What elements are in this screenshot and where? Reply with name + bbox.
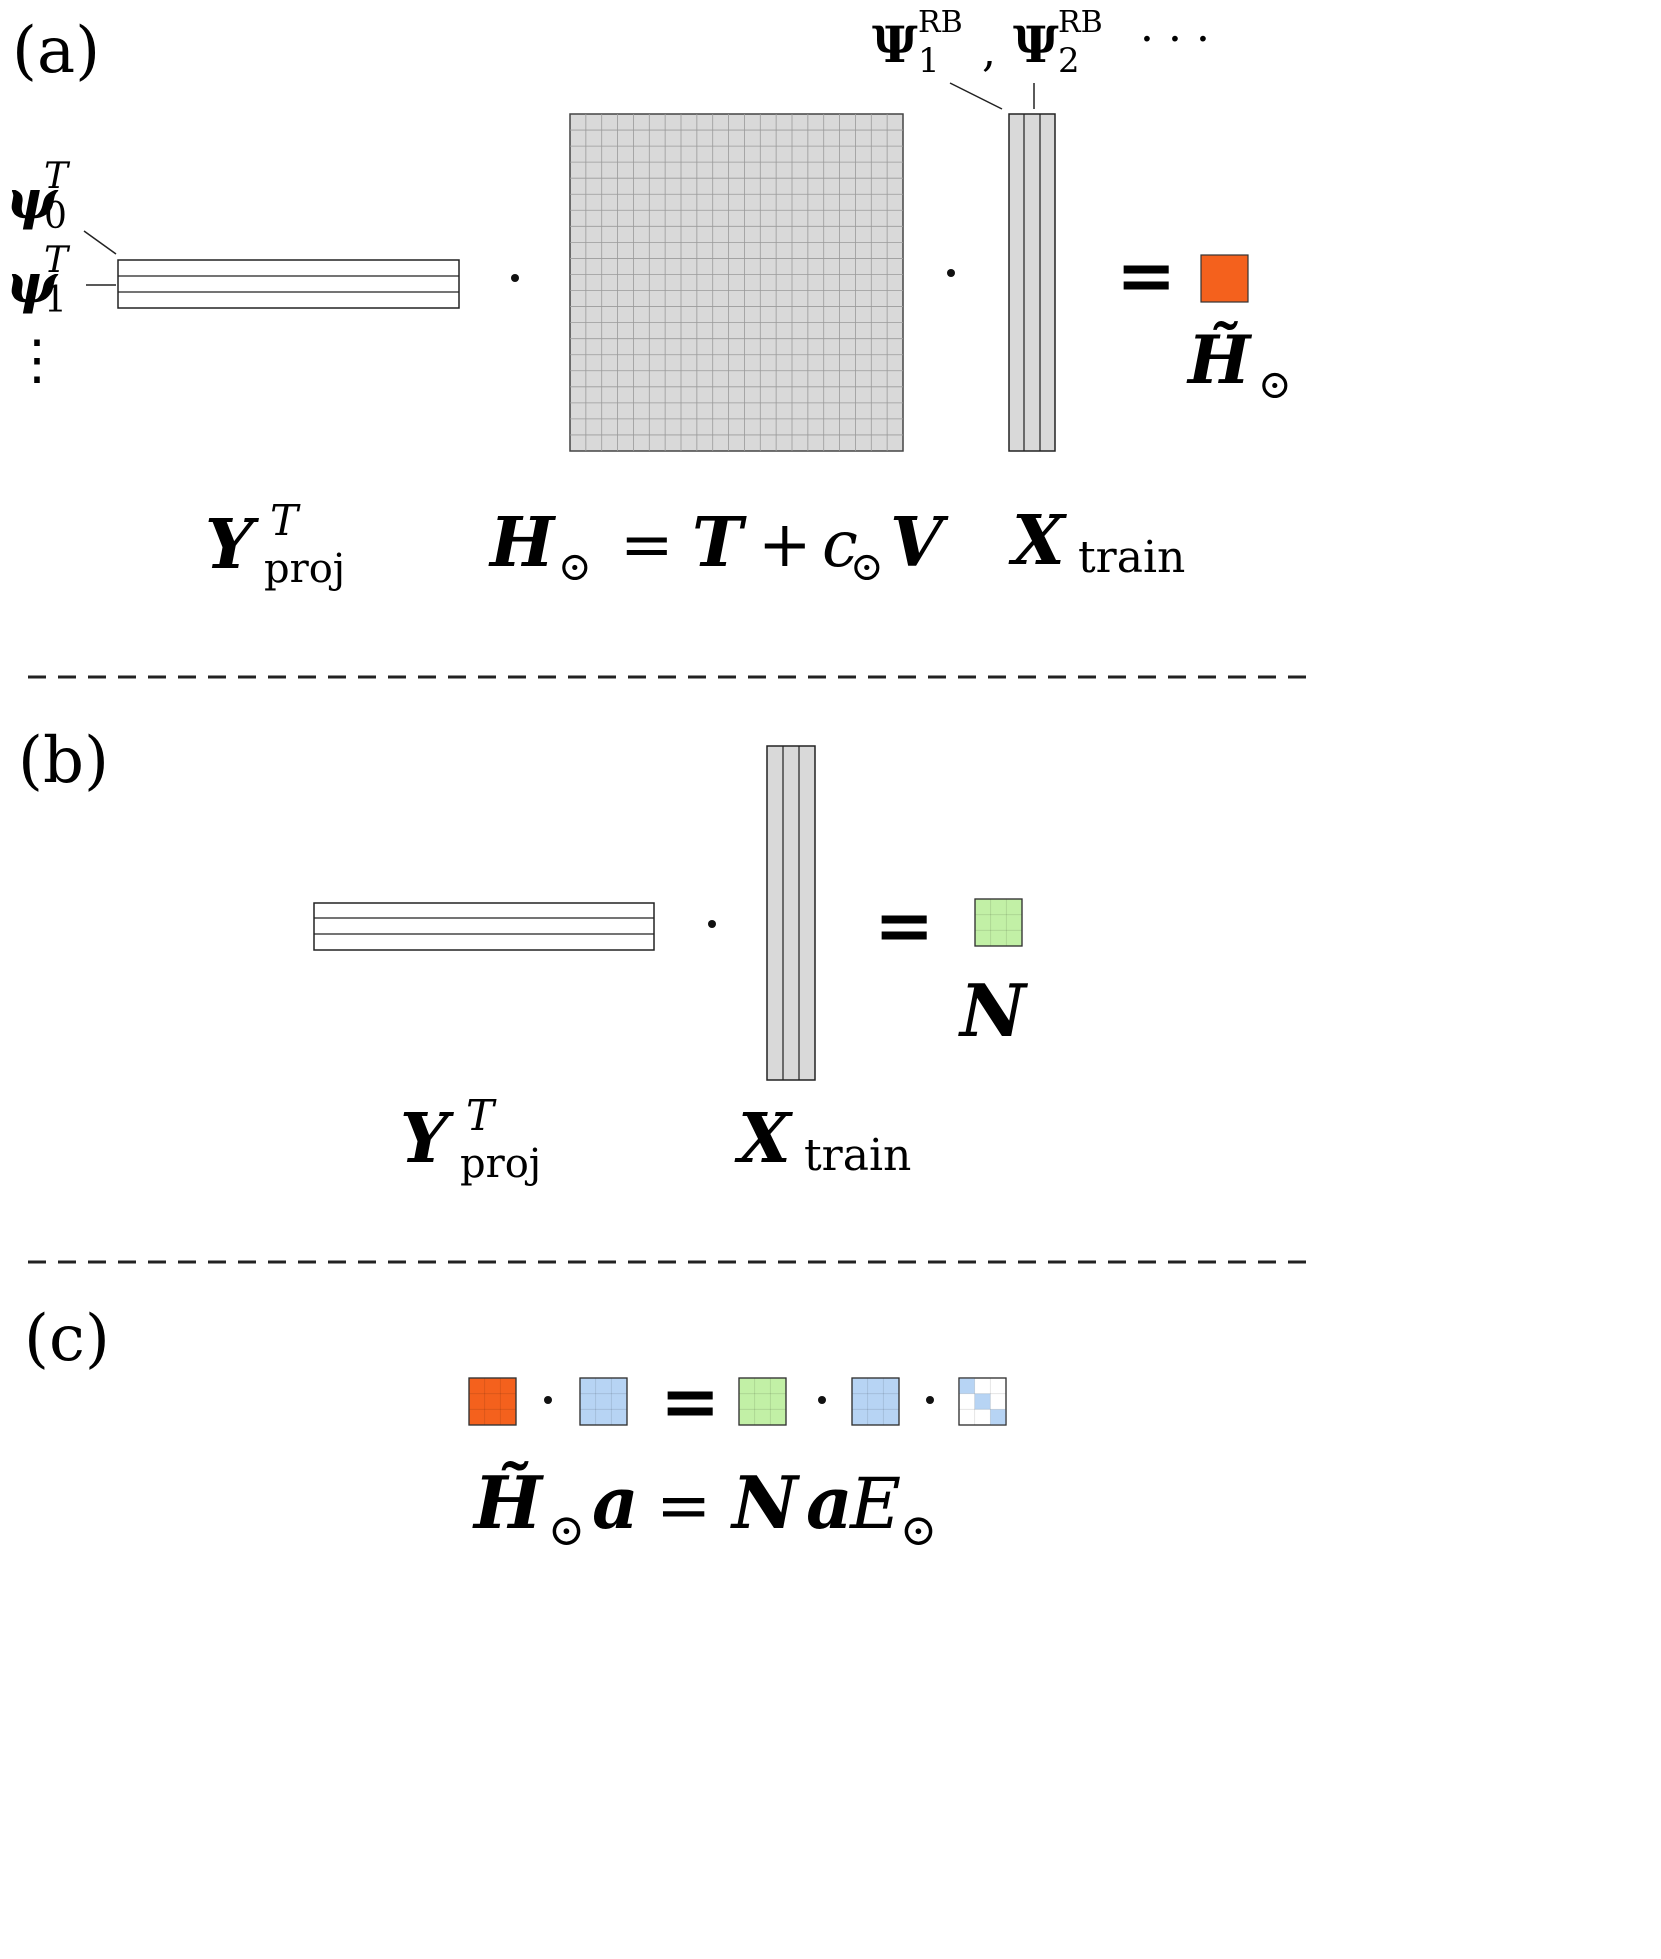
dot-operator-2 bbox=[947, 269, 955, 277]
panel-a: (a) ψ T 0 ψ T 1 ⋮ Ψ bbox=[6, 5, 1292, 592]
x-sub-a: train bbox=[1078, 532, 1185, 583]
eq-n: N bbox=[730, 1460, 801, 1545]
h-odot: ⊙ bbox=[558, 544, 592, 590]
hamiltonian-matrix bbox=[569, 113, 904, 452]
eq-equals: = bbox=[656, 1467, 711, 1544]
psi1-sup: T bbox=[44, 240, 71, 281]
y-sup-a: T bbox=[270, 496, 301, 545]
psi-rb1-sub: 1 bbox=[918, 41, 940, 81]
psi0-leader bbox=[83, 230, 117, 255]
h-tilde-odot-a: ⊙ bbox=[1258, 362, 1292, 408]
psi-rb1-sup: RB bbox=[918, 5, 963, 40]
eq-a-1: a bbox=[592, 1460, 639, 1545]
y-label-b: Y bbox=[400, 1099, 454, 1179]
psi0-sub: 0 bbox=[44, 196, 67, 237]
panel-b: (b) = N Y T proj X train bbox=[18, 724, 1029, 1187]
psi0-symbol: ψ bbox=[6, 167, 59, 231]
eq-odot-1: ⊙ bbox=[548, 1505, 585, 1556]
a-square-c2 bbox=[851, 1377, 900, 1426]
psi-rb2-sup: RB bbox=[1058, 5, 1103, 40]
h-label: H bbox=[488, 503, 557, 583]
psi-rb2-symbol: Ψ bbox=[1013, 15, 1059, 74]
equals-c: = bbox=[660, 1358, 720, 1443]
h-tilde-label-a: H̃ bbox=[1186, 321, 1253, 399]
dot-operator-c3 bbox=[926, 1396, 934, 1404]
h-tilde-square-c bbox=[468, 1377, 517, 1426]
y-sub-b: proj bbox=[460, 1141, 541, 1187]
psi0-sup: T bbox=[44, 156, 71, 197]
c-odot: ⊙ bbox=[850, 544, 884, 590]
eq-h-tilde: H̃ bbox=[472, 1460, 544, 1545]
x-train-matrix-b bbox=[766, 745, 816, 1081]
dot-operator-c1 bbox=[544, 1396, 552, 1404]
dot-operator-c2 bbox=[818, 1396, 826, 1404]
h-eq: = bbox=[620, 508, 674, 582]
plus-sign: + bbox=[758, 508, 812, 582]
h-tilde-square-a bbox=[1200, 254, 1249, 303]
n-label-b: N bbox=[958, 968, 1029, 1053]
psi-rb1-leader bbox=[949, 82, 1003, 110]
psi1-symbol: ψ bbox=[6, 251, 59, 315]
dot-operator-b bbox=[708, 920, 716, 928]
equals-a: = bbox=[1116, 232, 1176, 317]
a-square-c1 bbox=[579, 1377, 628, 1426]
y-sup-b: T bbox=[466, 1091, 497, 1140]
panel-c: (c) = H̃ ⊙ a = N a E ⊙ bbox=[24, 1302, 1007, 1556]
psi-rb2-sub: 2 bbox=[1058, 41, 1080, 81]
n-square-c bbox=[738, 1377, 787, 1426]
y-proj-matrix-b bbox=[313, 902, 655, 951]
n-square-b bbox=[974, 898, 1023, 947]
y-label-a: Y bbox=[205, 505, 259, 585]
psi-rb1-symbol: Ψ bbox=[872, 15, 918, 74]
x-sub-b: train bbox=[804, 1130, 911, 1181]
panel-b-label: (b) bbox=[18, 724, 109, 798]
y-sub-a: proj bbox=[264, 546, 345, 592]
panel-c-label: (c) bbox=[24, 1302, 110, 1376]
cdots: · · · bbox=[1140, 14, 1210, 65]
equals-b: = bbox=[874, 882, 934, 967]
y-proj-matrix-a bbox=[117, 259, 460, 309]
psi1-sub: 1 bbox=[44, 280, 67, 321]
dot-operator-1 bbox=[511, 274, 519, 282]
c-label: c bbox=[822, 508, 858, 582]
eq-e: E bbox=[848, 1463, 901, 1545]
x-label-b: X bbox=[734, 1099, 793, 1179]
x-train-matrix-a bbox=[1008, 113, 1056, 452]
vdots: ⋮ bbox=[10, 328, 64, 391]
comma: , bbox=[982, 26, 996, 77]
panel-a-label: (a) bbox=[12, 14, 100, 88]
v-label: V bbox=[890, 503, 949, 583]
eq-odot-2: ⊙ bbox=[900, 1505, 937, 1556]
t-label: T bbox=[692, 503, 747, 583]
eq-a-2: a bbox=[806, 1460, 853, 1545]
e-diagonal-square-c bbox=[958, 1377, 1007, 1426]
x-label-a: X bbox=[1008, 501, 1067, 581]
